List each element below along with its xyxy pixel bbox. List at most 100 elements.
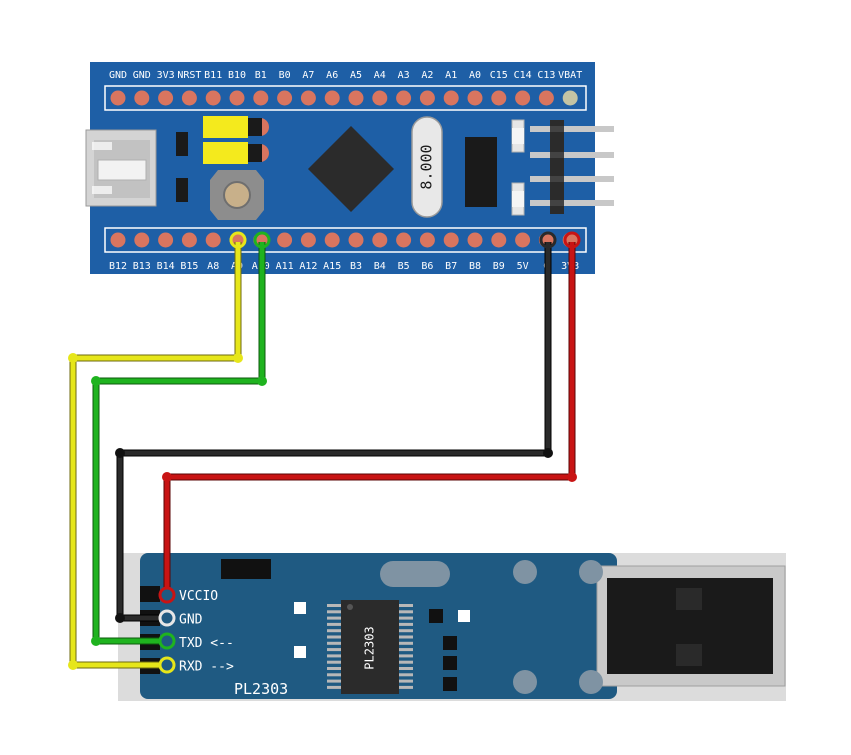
chip-leg (327, 635, 343, 639)
chip-leg (397, 641, 413, 645)
pin-pad (443, 232, 459, 248)
crystal-oscillator: 8.000 (411, 116, 443, 218)
pin-label: B10 (228, 70, 246, 81)
chip-leg (327, 667, 343, 670)
chip-leg (397, 673, 413, 677)
pin-pad (491, 232, 507, 248)
pin-pad (419, 232, 435, 248)
usb-a-connector (596, 565, 786, 687)
pin-pad (205, 90, 221, 106)
chip-leg (327, 616, 343, 620)
pin-pad (324, 90, 340, 106)
pin-pad (515, 232, 531, 248)
swd-header (530, 120, 614, 214)
pin-pad (515, 90, 531, 106)
pin-label: 5V (517, 261, 529, 272)
wire-yellow (68, 242, 243, 670)
chip-leg (397, 648, 413, 652)
mounting-hole (579, 560, 603, 584)
pin-pad (134, 90, 150, 106)
chip-leg (397, 629, 413, 633)
smd-component (443, 636, 457, 650)
bottom-header-outline (104, 227, 587, 253)
chip-leg (327, 673, 343, 677)
chip-leg (397, 685, 413, 689)
smd-component (294, 646, 306, 658)
crystal-label: 8.000 (418, 144, 436, 189)
pin-label: C15 (490, 70, 508, 81)
chip-leg (397, 654, 413, 658)
pin-label: B14 (157, 261, 175, 272)
pin-label: GND (133, 70, 151, 81)
reset-button (210, 170, 264, 220)
pin-label: B12 (109, 261, 127, 272)
pin-pad (562, 90, 578, 106)
pin-label: A15 (323, 261, 341, 272)
top-pin-pads (110, 90, 578, 106)
top-header-outline (104, 85, 587, 111)
pin-label: VBAT (558, 70, 582, 81)
pin-label: B11 (204, 70, 222, 81)
pin-pad (300, 232, 316, 248)
smd-component (221, 559, 271, 579)
chip-leg (327, 648, 343, 652)
pin-pad (419, 90, 435, 106)
wire-red (162, 242, 577, 594)
led-indicators (511, 119, 525, 216)
pin-label: B7 (445, 261, 457, 272)
smd-component (294, 602, 306, 614)
pin-label: B4 (374, 261, 386, 272)
pl2303-chip: PL2303 (327, 600, 413, 694)
pin-label: A8 (207, 261, 219, 272)
smd-component (443, 656, 457, 670)
chip-leg (327, 654, 343, 658)
pin-label: A1 (445, 70, 457, 81)
chip-leg (327, 610, 343, 614)
chip-leg (397, 679, 413, 683)
adapter-pin-label: RXD --> (179, 660, 234, 675)
pin-label: B5 (398, 261, 410, 272)
pin-pad (158, 232, 174, 248)
chip-leg (327, 629, 343, 633)
micro-usb-connector (85, 129, 157, 207)
chip-leg (397, 635, 413, 639)
pin-pad (158, 90, 174, 106)
pin-label: B9 (493, 261, 505, 272)
pin-pad (205, 232, 221, 248)
pin-pad (396, 90, 412, 106)
chip-leg (397, 660, 413, 664)
pin-pad (467, 90, 483, 106)
mounting-hole (579, 670, 603, 694)
pin-pad (277, 232, 293, 248)
pin-label: A5 (350, 70, 362, 81)
chip-leg (327, 660, 343, 664)
adapter-pin-label: VCCIO (179, 589, 218, 604)
chip-leg (327, 685, 343, 689)
smd-component (429, 609, 443, 623)
mounting-hole (513, 670, 537, 694)
mcu-chip (308, 126, 394, 212)
pin-pad (181, 90, 197, 106)
connection-rings (158, 231, 581, 674)
pin-label: B15 (180, 261, 198, 272)
chip-leg (397, 610, 413, 614)
chip-leg (327, 622, 343, 626)
pin-label: GND (109, 70, 127, 81)
pin-label: 3V3 (157, 70, 175, 81)
adapter-crystal (380, 561, 450, 587)
pin-label: A2 (421, 70, 433, 81)
pin-label: B3 (350, 261, 362, 272)
chip-leg (327, 641, 343, 645)
pin-label: NRST (177, 70, 201, 81)
chip-leg (397, 667, 413, 670)
pin-label: B8 (469, 261, 481, 272)
pin-pad (491, 90, 507, 106)
pin-label: C13 (537, 70, 555, 81)
chip-leg (327, 679, 343, 683)
pin-label: A4 (374, 70, 386, 81)
pin-label: B6 (421, 261, 433, 272)
